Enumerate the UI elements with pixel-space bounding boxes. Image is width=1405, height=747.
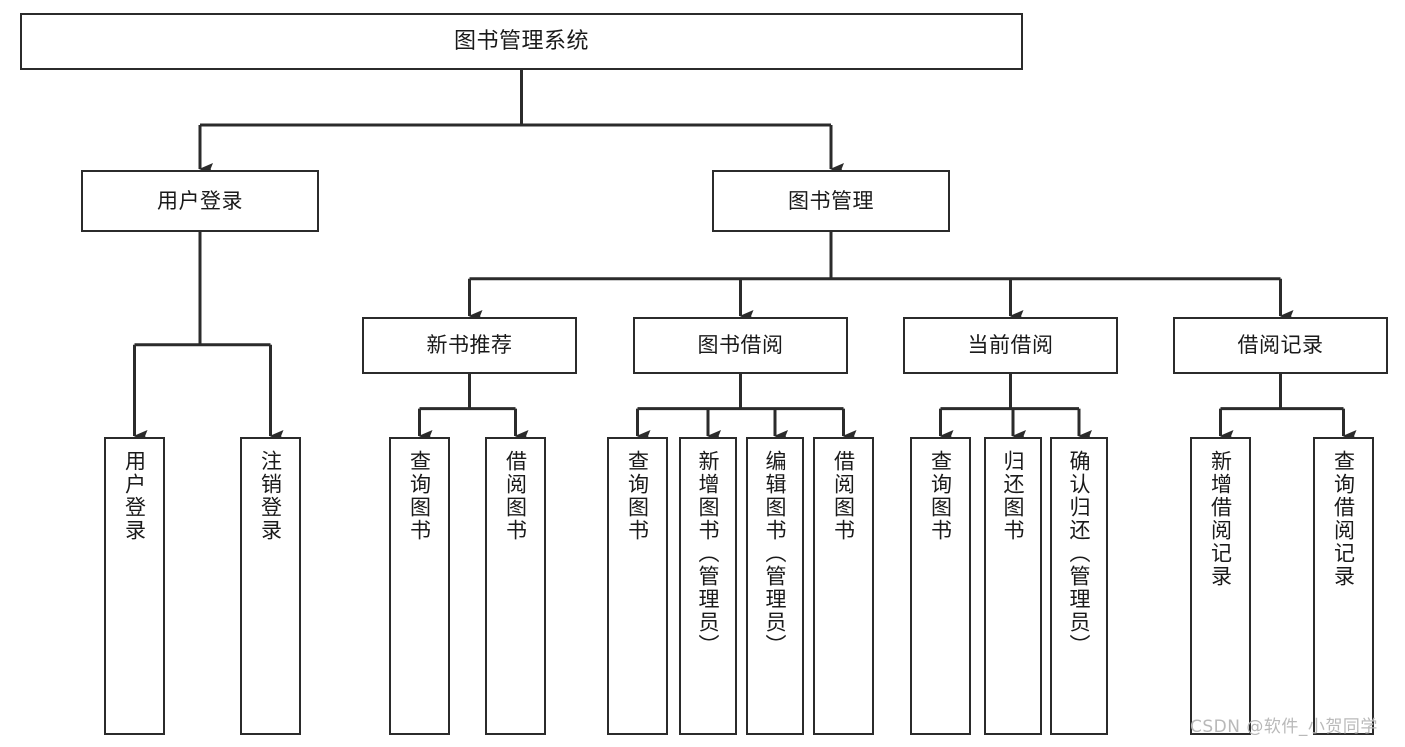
diagram-node-leaf-conf[interactable]: 确认归还（管理员） <box>1050 437 1108 735</box>
node-label: 新增借阅记录 <box>1208 450 1233 588</box>
diagram-node-current[interactable]: 当前借阅 <box>903 317 1118 374</box>
node-label: 借阅图书 <box>831 450 856 542</box>
diagram-node-leaf-qrec[interactable]: 查询借阅记录 <box>1313 437 1374 735</box>
node-label: 用户登录 <box>122 450 147 542</box>
node-label: 查询图书 <box>407 450 432 542</box>
csdn-watermark: CSDN @软件_小贺同学 <box>1190 717 1378 737</box>
diagram-node-leaf-login[interactable]: 用户登录 <box>104 437 165 735</box>
diagram-node-leaf-q2[interactable]: 查询图书 <box>607 437 668 735</box>
node-label: 用户登录 <box>157 188 243 213</box>
diagram-node-leaf-return[interactable]: 归还图书 <box>984 437 1042 735</box>
diagram-node-bookmgmt[interactable]: 图书管理 <box>712 170 950 232</box>
diagram-node-records[interactable]: 借阅记录 <box>1173 317 1388 374</box>
node-label: 查询图书 <box>928 450 953 542</box>
node-label: 确认归还（管理员） <box>1067 450 1092 657</box>
node-label: 图书管理 <box>788 188 874 213</box>
diagram-node-login[interactable]: 用户登录 <box>81 170 319 232</box>
diagram-node-newrec[interactable]: 新书推荐 <box>362 317 577 374</box>
node-label: 新书推荐 <box>426 333 513 358</box>
node-label: 借阅记录 <box>1237 333 1324 358</box>
node-label: 查询图书 <box>625 450 650 542</box>
node-label: 注销登录 <box>258 450 283 542</box>
diagram-node-leaf-q3[interactable]: 查询图书 <box>910 437 971 735</box>
diagram-node-leaf-q1[interactable]: 查询图书 <box>389 437 450 735</box>
diagram-node-leaf-add[interactable]: 新增图书（管理员） <box>679 437 737 735</box>
node-label: 图书借阅 <box>697 333 784 358</box>
node-label: 编辑图书（管理员） <box>763 450 788 657</box>
node-label: 查询借阅记录 <box>1331 450 1356 588</box>
node-label: 新增图书（管理员） <box>696 450 721 657</box>
node-label: 借阅图书 <box>503 450 528 542</box>
node-label: 当前借阅 <box>967 333 1054 358</box>
diagram-node-root[interactable]: 图书管理系统 <box>20 13 1023 70</box>
diagram-node-leaf-b2[interactable]: 借阅图书 <box>813 437 874 735</box>
diagram-node-borrow[interactable]: 图书借阅 <box>633 317 848 374</box>
diagram-node-leaf-addrec[interactable]: 新增借阅记录 <box>1190 437 1251 735</box>
diagram-node-leaf-edit[interactable]: 编辑图书（管理员） <box>746 437 804 735</box>
node-label: 图书管理系统 <box>453 28 589 54</box>
diagram-node-leaf-b1[interactable]: 借阅图书 <box>485 437 546 735</box>
diagram-node-leaf-logout[interactable]: 注销登录 <box>240 437 301 735</box>
node-label: 归还图书 <box>1001 450 1026 542</box>
